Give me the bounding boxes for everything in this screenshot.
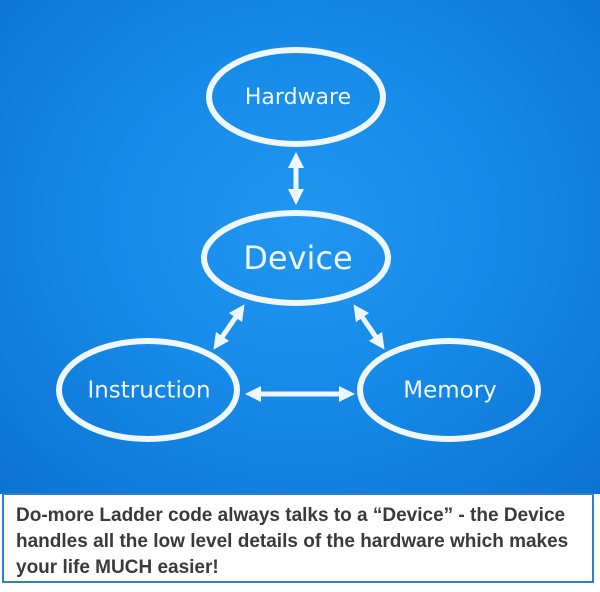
node-device [201,210,391,306]
node-instruction [56,338,240,442]
caption-box: Do-more Ladder code always talks to a “D… [2,493,594,583]
node-label-memory: Memory [403,378,497,404]
arrow-device-instruction [213,304,245,350]
node-memory [357,338,541,442]
node-label-device: Device [243,239,352,277]
diagram-canvas: Hardware Device Instruction Memory [0,0,600,494]
arrow-device-memory [353,304,385,350]
node-label-instruction: Instruction [87,378,210,404]
node-label-hardware: Hardware [245,85,351,110]
node-hardware [206,47,386,147]
